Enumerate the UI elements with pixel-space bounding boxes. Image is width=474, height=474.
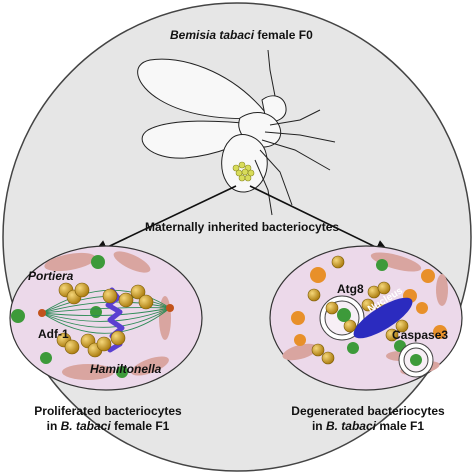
portiera-symbiont: [11, 309, 25, 323]
spindle-pole: [166, 304, 174, 312]
pink-organelle: [370, 252, 422, 272]
portiera-symbiont: [91, 255, 105, 269]
orange-body: [433, 325, 447, 339]
arrow-label: Maternally inherited bacteriocytes: [145, 220, 340, 234]
orange-body: [291, 311, 305, 325]
whitefly-wing-upper: [137, 58, 266, 120]
engulfed-symbiont: [325, 301, 339, 315]
engulfed-symbiont: [343, 319, 357, 333]
green-body: [376, 259, 388, 271]
hamiltonella-symbiont: [74, 282, 90, 298]
degenerating-bacteriocyte: [269, 245, 463, 391]
pink-organelle: [113, 251, 151, 273]
whitefly-leg: [264, 131, 336, 143]
green-body: [347, 342, 359, 354]
title-rest: female F0: [254, 28, 313, 42]
hamiltonella-symbiont: [64, 339, 80, 355]
left-caption-line1: Proliferated bacteriocytes: [34, 404, 182, 418]
hamiltonella-symbiont: [321, 351, 335, 365]
pink-organelle: [44, 252, 96, 272]
left-caption: Proliferated bacteriocytes in B. tabaci …: [28, 404, 188, 434]
pink-organelle: [436, 274, 448, 306]
hamiltonella-symbiont: [385, 328, 399, 342]
orange-body: [310, 267, 326, 283]
hamiltonella-symbiont: [102, 288, 118, 304]
label-portiera: Portiera: [28, 269, 74, 283]
right-caption: Degenerated bacteriocytes in B. tabaci m…: [288, 404, 448, 434]
hamiltonella-symbiont: [331, 255, 345, 269]
label-hamiltonella: Hamiltonella: [90, 362, 162, 376]
proliferating-bacteriocyte: [9, 245, 203, 391]
title: Bemisia tabaci female F0: [170, 28, 313, 42]
hamiltonella-symbiont: [311, 343, 325, 357]
label-caspase3: Caspase3: [392, 328, 449, 342]
hamiltonella-symbiont: [130, 284, 146, 300]
portiera-symbiont: [116, 366, 128, 378]
pink-organelle: [62, 364, 114, 380]
nucleus: [353, 297, 413, 339]
label-atg8: Atg8: [337, 282, 364, 296]
pink-organelle: [131, 356, 169, 376]
whitefly-leg: [254, 159, 273, 216]
arrow-to-male-f1: [249, 185, 391, 255]
whitefly-leg: [269, 109, 321, 126]
right-caption-line1: Degenerated bacteriocytes: [291, 404, 445, 418]
hamiltonella-symbiont: [118, 292, 134, 308]
title-species: Bemisia tabaci: [170, 28, 255, 42]
hamiltonella-symbiont: [110, 330, 126, 346]
portiera-symbiont: [40, 352, 52, 364]
hamiltonella-symbiont: [361, 298, 375, 312]
engulfed-portiera: [410, 354, 422, 366]
orange-body: [421, 269, 435, 283]
orange-body: [294, 334, 306, 346]
right-caption-line2: in B. tabaci male F1: [311, 419, 425, 433]
label-adf1: Adf-1: [38, 327, 69, 341]
portiera-symbiont: [90, 306, 102, 318]
whitefly-leg: [259, 149, 293, 206]
bacteriocyte-cluster: [232, 161, 255, 182]
hamiltonella-symbiont: [307, 288, 321, 302]
orange-body: [416, 302, 428, 314]
left-caption-line2: in B. tabaci female F1: [46, 419, 170, 433]
hamiltonella-symbiont: [395, 319, 409, 333]
hamiltonella-symbiont: [96, 336, 112, 352]
whitefly-antenna: [267, 49, 276, 97]
whitefly-leg: [261, 139, 331, 171]
spindle-pole: [38, 309, 46, 317]
arrow-to-female-f1: [92, 185, 237, 255]
hamiltonella-symbiont: [377, 281, 391, 295]
pink-organelle: [282, 343, 318, 361]
hamiltonella-symbiont: [138, 294, 154, 310]
engulfed-portiera: [337, 308, 351, 322]
